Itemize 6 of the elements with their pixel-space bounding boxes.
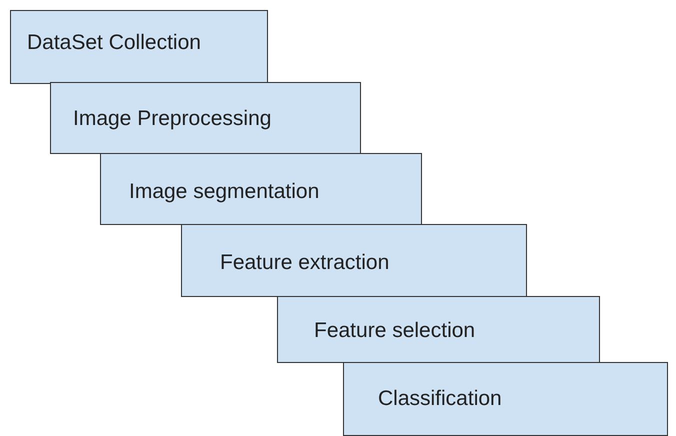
process-box: Feature selection: [277, 296, 600, 363]
process-box: Feature extraction: [181, 224, 527, 297]
process-box: Image Preprocessing: [50, 82, 361, 154]
process-box: DataSet Collection: [10, 10, 268, 84]
process-box: Classification: [343, 362, 668, 436]
process-box: Image segmentation: [100, 153, 422, 225]
